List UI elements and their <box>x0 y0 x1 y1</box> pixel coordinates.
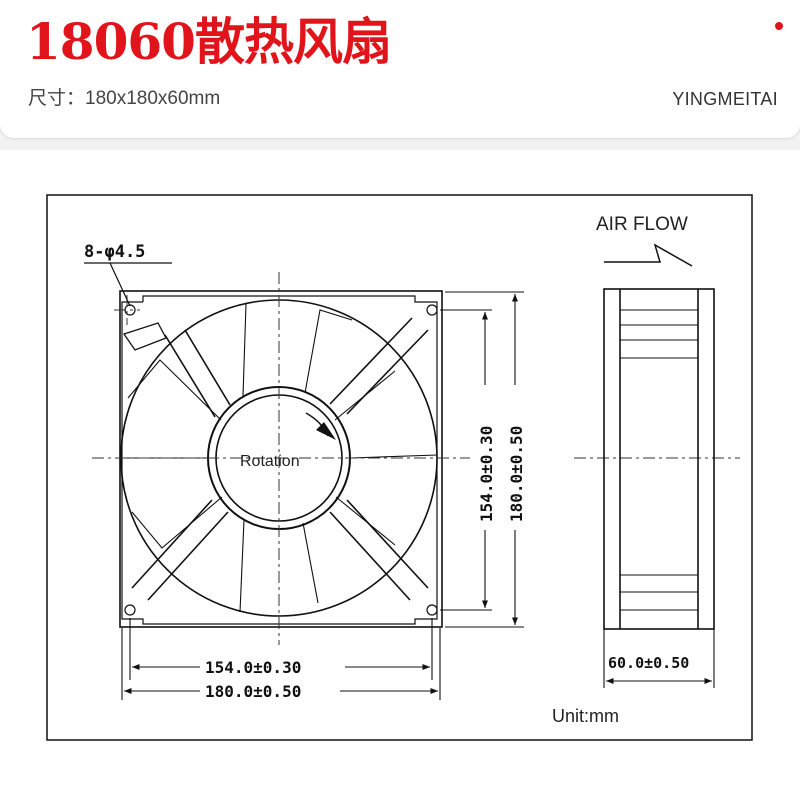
hole-spec-label: 8-φ4.5 <box>84 242 145 262</box>
side-view <box>603 288 715 630</box>
size-label: 尺寸： <box>28 88 86 109</box>
accent-dot <box>775 22 783 30</box>
dim-depth: 60.0±0.50 <box>608 654 689 672</box>
technical-drawing-card: Rotation 8-φ4.5 154.0±0.30 180.0±0.50 <box>0 150 800 800</box>
size-line: 尺寸：180x180x60mm <box>28 86 220 112</box>
brand-name: YINGMEITAI <box>672 89 778 109</box>
side-flange-lines <box>620 309 698 611</box>
airflow-arrow <box>604 243 693 267</box>
fan-inner-frame <box>121 295 438 625</box>
product-title: 18060散热风扇 <box>26 12 392 71</box>
horizontal-dimensions <box>121 618 441 700</box>
dim-width-outer: 180.0±0.50 <box>205 682 301 701</box>
rotation-label: Rotation <box>240 453 300 470</box>
hole-spec-leader <box>109 262 131 307</box>
dim-height-inner: 154.0±0.30 <box>477 426 496 522</box>
cable-clip <box>122 322 167 351</box>
dim-width-inner: 154.0±0.30 <box>205 658 301 677</box>
unit-label: Unit:mm <box>552 706 619 726</box>
drawing-frame <box>46 194 753 741</box>
fan-outer-frame <box>119 290 443 628</box>
header-card: 18060散热风扇 尺寸：180x180x60mm YINGMEITAI <box>0 0 800 138</box>
fan-dimension-drawing: Rotation 8-φ4.5 154.0±0.30 180.0±0.50 <box>46 194 753 741</box>
rotation-arrow-head <box>316 422 336 440</box>
fan-struts <box>122 317 429 601</box>
vertical-dimensions <box>440 291 524 628</box>
dim-height-outer: 180.0±0.50 <box>507 426 526 522</box>
airflow-label: AIR FLOW <box>596 214 688 235</box>
depth-dimension <box>603 629 715 688</box>
side-outer <box>603 288 715 630</box>
size-value: 180x180x60mm <box>85 88 221 109</box>
